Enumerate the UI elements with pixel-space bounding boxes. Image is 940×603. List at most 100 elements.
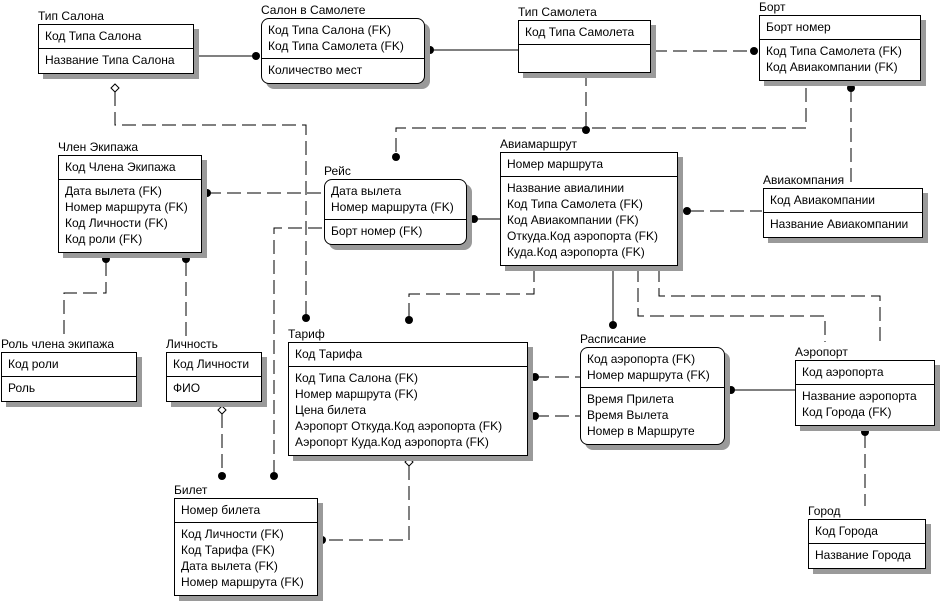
entity-pk: Код Типа Салона (FK) Код Типа Самолета (…	[262, 19, 424, 59]
endpoint-dot	[182, 255, 190, 263]
entity-pk: Код аэропорта (FK) Номер маршрута (FK)	[581, 348, 724, 388]
entity-title: Авиакомпания	[763, 173, 845, 187]
entity-reys[interactable]: Рейс Дата вылета Номер маршрута (FK) Бор…	[324, 164, 467, 245]
endpoint-dot	[683, 207, 691, 215]
entity-title: Борт	[759, 0, 786, 14]
optional-diamond	[404, 457, 414, 467]
endpoint-dot	[426, 46, 434, 54]
entity-pk: Код Типа Самолета	[519, 21, 650, 45]
entity-title: Салон в Самолете	[261, 3, 366, 17]
rel-tipsalona-tarif	[114, 92, 307, 318]
pk-attribute: Код Типа Салона (FK)	[268, 23, 391, 37]
attribute: Время Прилета	[587, 392, 674, 406]
pk-attribute: Номер билета	[181, 503, 261, 517]
rel-bort-reys	[395, 88, 807, 157]
attribute: Код Города (FK)	[802, 405, 892, 419]
entity-title: Член Экипажа	[58, 140, 139, 154]
attribute: Номер в Маршруте	[587, 424, 695, 438]
pk-attribute: Код Авиакомпании	[770, 193, 876, 207]
entity-pk: Код Члена Экипажа	[59, 156, 201, 180]
attribute: Название Типа Салона	[45, 53, 175, 67]
rel-chlen-rol	[63, 262, 107, 337]
entity-attrs: Название аэропорта Код Города (FK)	[796, 385, 934, 425]
pk-attribute: Код Города	[815, 524, 878, 538]
attribute: Время Вылета	[587, 408, 669, 422]
endpoint-dot	[252, 52, 260, 60]
entity-attrs: Название авиалинии Код Типа Самолета (FK…	[501, 177, 677, 265]
endpoint-dot	[861, 428, 869, 436]
pk-attribute: Код Типа Самолета	[525, 25, 635, 39]
pk-attribute: Код Типа Самолета (FK)	[268, 39, 404, 53]
attribute: Аэропорт Куда.Код аэропорта (FK)	[295, 435, 489, 449]
entity-tip-salona[interactable]: Тип Салона Код Типа Салона Название Типа…	[38, 9, 194, 74]
rel-aviamarshrut-tarif	[408, 268, 535, 318]
endpoint-dot	[470, 215, 478, 223]
entity-rol[interactable]: Роль члена экипажа Код роли Роль	[1, 337, 137, 402]
pk-attribute: Код Тарифа	[295, 347, 363, 361]
rel-reys-bilet	[273, 227, 322, 476]
pk-attribute: Номер маршрута (FK)	[331, 200, 454, 214]
attribute: Номер маршрута (FK)	[181, 575, 304, 589]
entity-gorod[interactable]: Город Код Города Название Города	[808, 504, 926, 569]
endpoint-dot	[531, 373, 539, 381]
attribute: Дата вылета (FK)	[181, 559, 278, 573]
endpoint-dot	[727, 386, 735, 394]
attribute: Откуда.Код аэропорта (FK)	[507, 229, 658, 243]
entity-aviamarshrut[interactable]: Авиамаршрут Номер маршрута Название авиа…	[500, 137, 678, 266]
attribute: Код Типа Самолета (FK)	[766, 44, 902, 58]
entity-attrs: Название Авиакомпании	[764, 213, 922, 237]
entity-attrs: Роль	[2, 377, 136, 401]
endpoint-dot	[203, 189, 211, 197]
attribute: Аэропорт Откуда.Код аэропорта (FK)	[295, 419, 503, 433]
entity-pk: Код Города	[809, 520, 925, 544]
endpoint-dot	[531, 412, 539, 420]
pk-attribute: Номер маршрута	[507, 157, 604, 171]
entity-pk: Дата вылета Номер маршрута (FK)	[325, 180, 466, 220]
attribute: Код Тарифа (FK)	[181, 543, 275, 557]
attribute: Куда.Код аэропорта (FK)	[507, 245, 645, 259]
attribute: Код роли (FK)	[65, 232, 143, 246]
entity-attrs: Борт номер (FK)	[325, 220, 466, 244]
entity-title: Аэропорт	[795, 345, 848, 359]
pk-attribute: Дата вылета	[331, 184, 402, 198]
entity-title: Тип Самолета	[518, 5, 597, 19]
attribute: Код Авиакомпании (FK)	[766, 60, 898, 74]
pk-attribute: Код Личности	[173, 357, 250, 371]
attribute: Борт номер (FK)	[331, 224, 423, 238]
entity-salon-v-samolete[interactable]: Салон в Самолете Код Типа Салона (FK) Ко…	[261, 3, 425, 84]
endpoint-dot	[405, 316, 413, 324]
optional-diamond	[217, 405, 227, 415]
attribute: Код Личности (FK)	[181, 527, 284, 541]
attribute: Цена билета	[295, 403, 367, 417]
entity-attrs	[519, 45, 650, 72]
entity-title: Тариф	[288, 327, 325, 341]
pk-attribute: Код аэропорта (FK)	[587, 352, 696, 366]
pk-attribute: Код Члена Экипажа	[65, 160, 176, 174]
entity-attrs: Дата вылета (FK) Номер маршрута (FK) Код…	[59, 180, 201, 252]
entity-raspisanie[interactable]: Расписание Код аэропорта (FK) Номер марш…	[580, 332, 725, 445]
entity-tip-samoleta[interactable]: Тип Самолета Код Типа Самолета	[518, 5, 651, 73]
entity-lichnost[interactable]: Личность Код Личности ФИО	[166, 337, 262, 402]
attribute: Дата вылета (FK)	[65, 184, 162, 198]
entity-bilet[interactable]: Билет Номер билета Код Личности (FK) Код…	[174, 483, 318, 596]
entity-attrs: Код Типа Самолета (FK) Код Авиакомпании …	[760, 40, 920, 80]
entity-pk: Код Личности	[167, 353, 261, 377]
entity-aviakompaniya[interactable]: Авиакомпания Код Авиакомпании Название А…	[763, 173, 923, 238]
entity-attrs: Количество мест	[262, 59, 424, 83]
entity-title: Билет	[174, 483, 208, 497]
endpoint-dot	[750, 47, 758, 55]
entity-attrs: Код Личности (FK) Код Тарифа (FK) Дата в…	[175, 523, 317, 595]
entity-bort[interactable]: Борт Борт номер Код Типа Самолета (FK) К…	[759, 0, 921, 81]
entity-chlen-ekipazha[interactable]: Член Экипажа Код Члена Экипажа Дата выле…	[58, 140, 202, 253]
rel-aeroport-aviamarshrut-2	[658, 268, 881, 342]
entity-tarif[interactable]: Тариф Код Тарифа Код Типа Салона (FK) Но…	[288, 327, 528, 456]
entity-pk: Код Авиакомпании	[764, 189, 922, 213]
attribute: Название авиалинии	[507, 181, 625, 195]
rel-tarif-bilet	[322, 466, 410, 541]
attribute: Название Авиакомпании	[770, 217, 909, 231]
entity-attrs: Название Типа Салона	[39, 49, 193, 73]
entity-aeroport[interactable]: Аэропорт Код аэропорта Название аэропорт…	[795, 345, 935, 426]
attribute: Роль	[8, 381, 36, 395]
attribute: Количество мест	[268, 63, 363, 77]
